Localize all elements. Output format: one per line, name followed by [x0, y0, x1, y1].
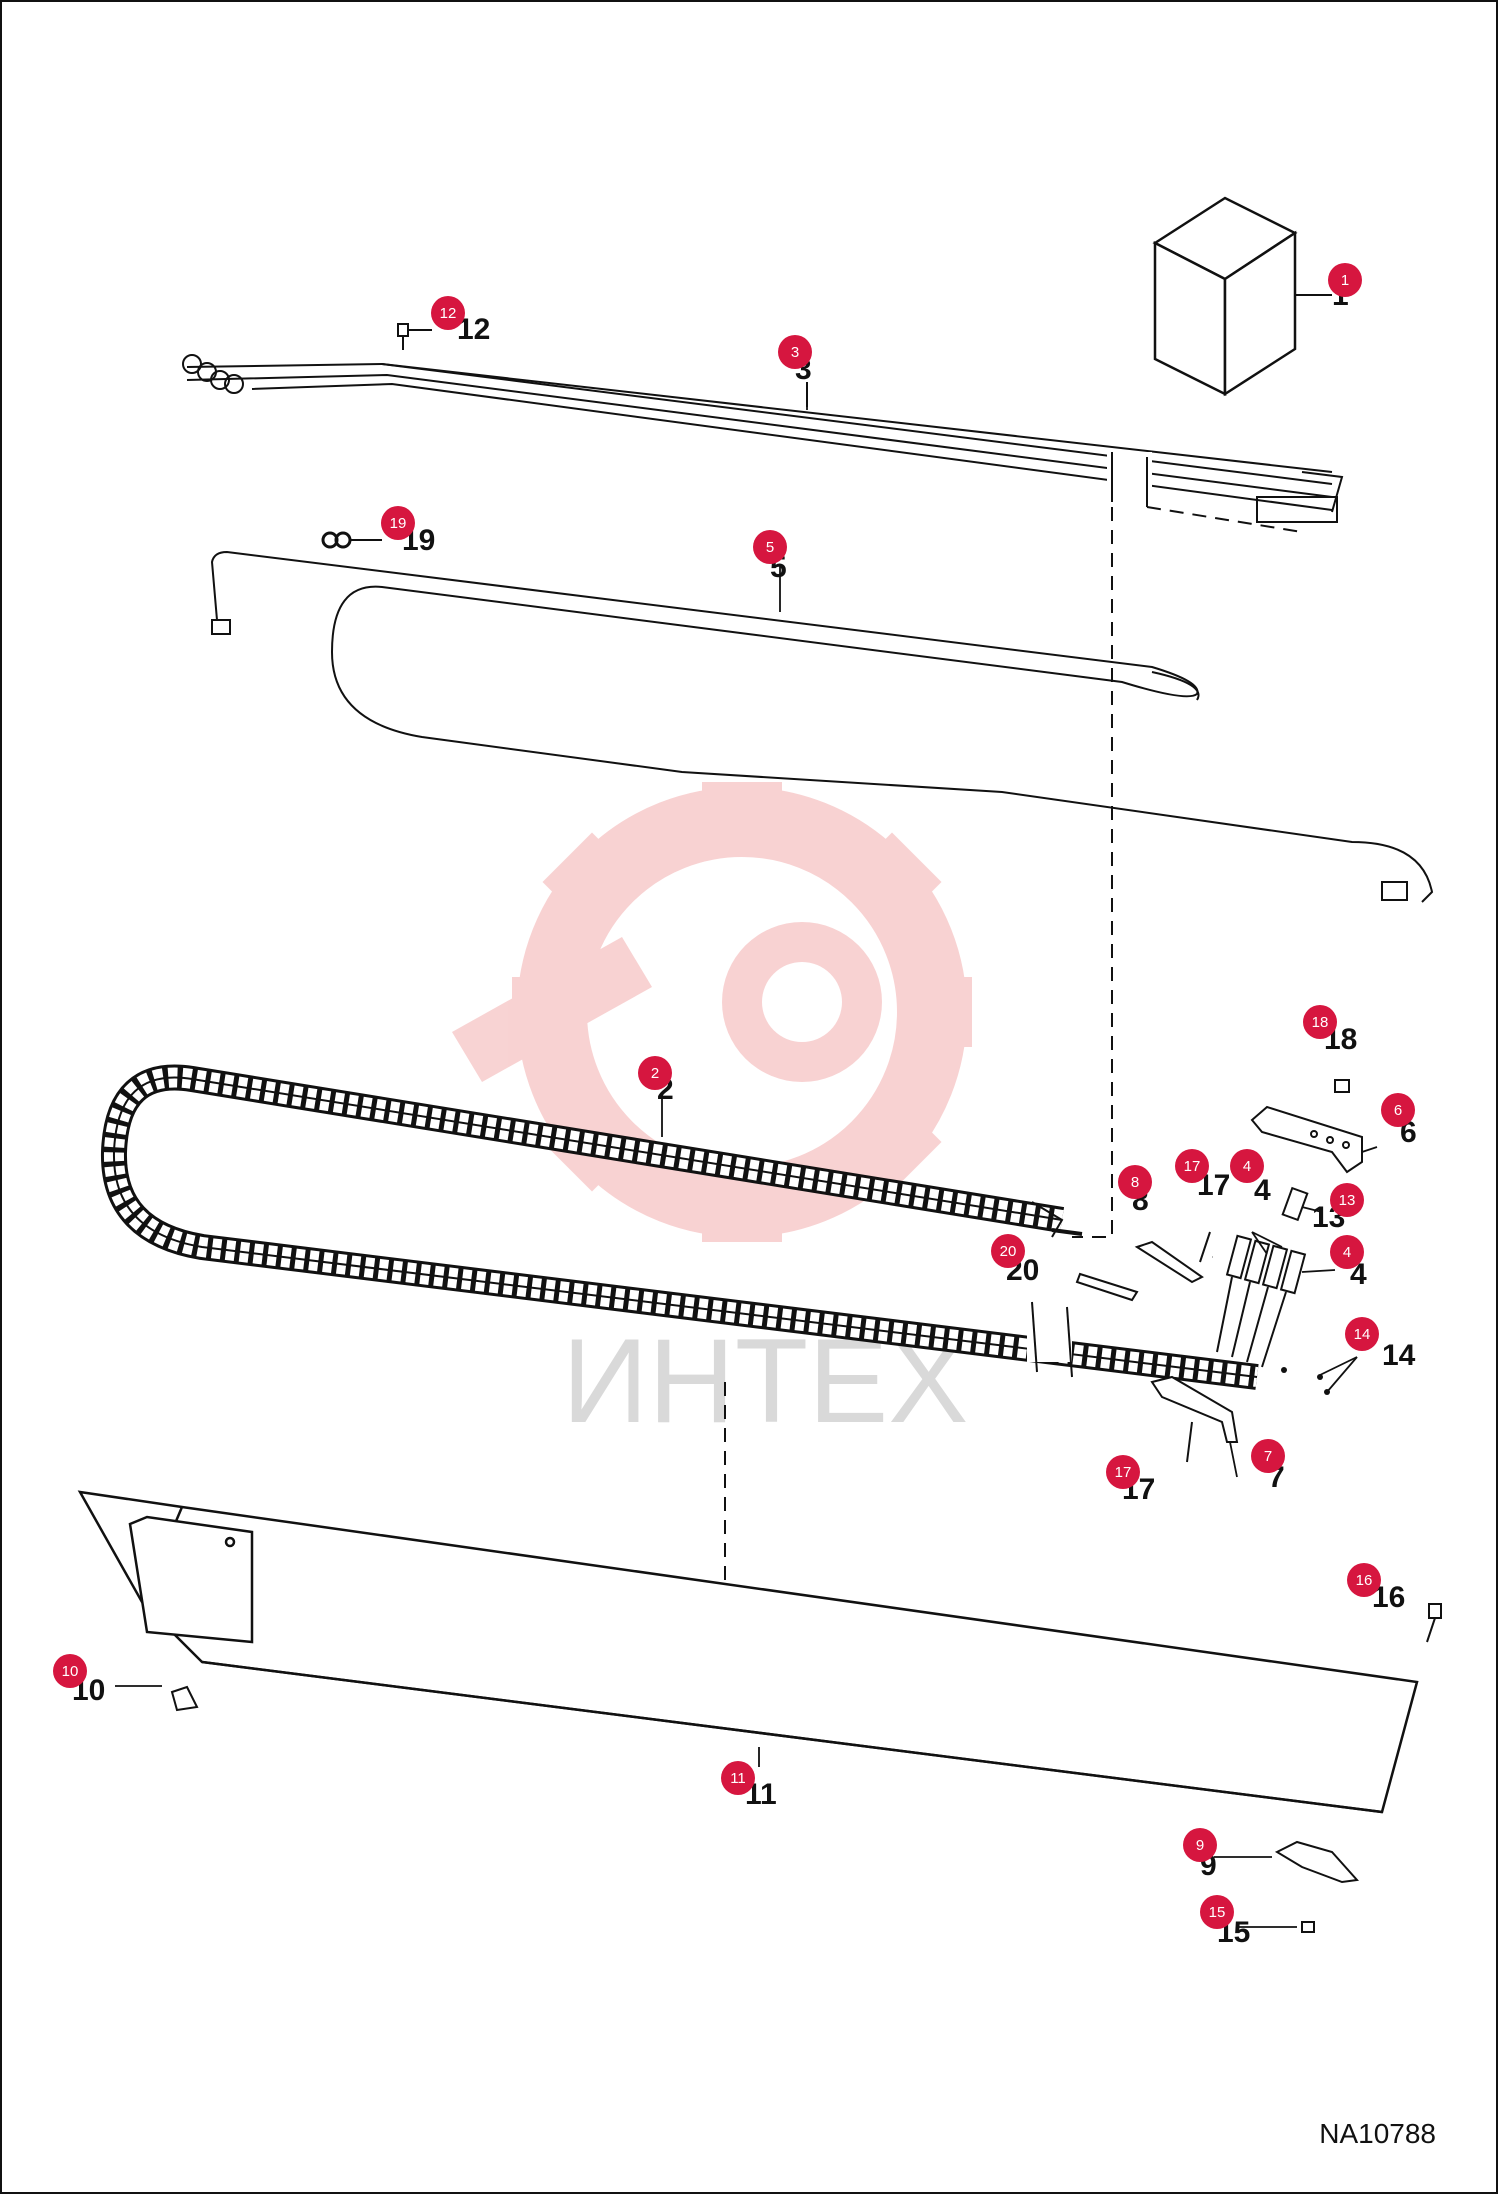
callout-badge-10[interactable] — [53, 1654, 87, 1688]
callout-badge-label-13[interactable]: 13 — [1339, 1192, 1356, 1209]
callout-badge-label-4[interactable]: 4 — [1343, 1244, 1351, 1261]
part-18-nut — [1334, 1079, 1350, 1093]
part-1-box — [1152, 196, 1298, 397]
callout-badge-label-17[interactable]: 17 — [1115, 1464, 1132, 1481]
callout-badge-label-6[interactable]: 6 — [1394, 1102, 1402, 1119]
part-20-pin — [1075, 1272, 1139, 1302]
callout-badge-1[interactable] — [1328, 263, 1362, 297]
part-3-hose-assembly — [182, 354, 1344, 523]
callout-badge-4[interactable] — [1230, 1149, 1264, 1183]
callout-badge-16[interactable] — [1347, 1563, 1381, 1597]
callout-badge-17[interactable] — [1175, 1149, 1209, 1183]
callout-badge-label-10[interactable]: 10 — [62, 1663, 79, 1680]
watermark-logo — [452, 782, 972, 1242]
callout-badge-20[interactable] — [991, 1234, 1025, 1268]
callout-badge-label-20[interactable]: 20 — [1000, 1243, 1017, 1260]
part-14-screws — [1281, 1367, 1330, 1395]
callout-badge-label-5[interactable]: 5 — [766, 539, 774, 556]
callout-badge-label-7[interactable]: 7 — [1264, 1448, 1272, 1465]
callout-layer: 1122334444556677889910101111121213131414… — [53, 263, 1417, 1949]
part-15-nut — [1301, 1921, 1315, 1933]
leader-lines — [115, 387, 1378, 1928]
callout-badge-label-12[interactable]: 12 — [440, 305, 457, 322]
callout-badge-label-8[interactable]: 8 — [1131, 1174, 1139, 1191]
callout-badge-8[interactable] — [1118, 1165, 1152, 1199]
callout-badge-label-11[interactable]: 11 — [730, 1770, 746, 1787]
callout-badge-label-1[interactable]: 1 — [1341, 272, 1349, 289]
callout-badge-12[interactable] — [431, 296, 465, 330]
part-19-washer — [321, 531, 382, 549]
part-6-bracket — [1250, 1105, 1363, 1174]
callout-badge-3[interactable] — [778, 335, 812, 369]
callout-badge-label-4[interactable]: 4 — [1243, 1158, 1251, 1175]
callout-badge-7[interactable] — [1251, 1439, 1285, 1473]
part-5-wire-harness — [210, 550, 1434, 903]
alignment-lines — [724, 506, 1303, 1582]
callout-badge-label-19[interactable]: 19 — [390, 515, 407, 532]
part-17-bolt-lower — [1186, 1421, 1193, 1463]
part-12-fitting — [397, 323, 432, 350]
part-8-plate — [1134, 1240, 1204, 1284]
part-17-bolt-upper — [1199, 1231, 1211, 1263]
callout-badge-11[interactable] — [721, 1761, 755, 1795]
part-4-hose-fittings — [1216, 1234, 1307, 1368]
callout-badge-label-3[interactable]: 3 — [791, 344, 799, 361]
part-2-drag-chain — [100, 1064, 1259, 1390]
callout-badge-5[interactable] — [753, 530, 787, 564]
callout-badge-9[interactable] — [1183, 1828, 1217, 1862]
callout-badge-2[interactable] — [638, 1056, 672, 1090]
callout-badge-14[interactable] — [1345, 1317, 1379, 1351]
callout-badge-label-18[interactable]: 18 — [1312, 1014, 1329, 1031]
drawing-number: NA10788 — [1319, 2118, 1436, 2149]
part-7-bracket — [1150, 1375, 1239, 1443]
part-9-clip — [1274, 1840, 1360, 1884]
callout-badge-label-17[interactable]: 17 — [1184, 1158, 1201, 1175]
callout-badge-18[interactable] — [1303, 1005, 1337, 1039]
part-11-trough — [77, 1490, 1419, 1814]
part-ref-4: 4 — [1254, 1174, 1271, 1207]
callout-badge-label-2[interactable]: 2 — [651, 1065, 659, 1082]
part-16-bolt — [1426, 1603, 1442, 1643]
callout-badge-6[interactable] — [1381, 1093, 1415, 1127]
callout-badge-4[interactable] — [1330, 1235, 1364, 1269]
part-13-fitting — [1281, 1186, 1309, 1222]
callout-badge-label-14[interactable]: 14 — [1354, 1326, 1371, 1343]
callout-badge-label-16[interactable]: 16 — [1356, 1572, 1373, 1589]
callout-badge-label-15[interactable]: 15 — [1209, 1904, 1226, 1921]
callout-badge-15[interactable] — [1200, 1895, 1234, 1929]
part-10-clip — [170, 1685, 199, 1712]
callout-badge-19[interactable] — [381, 506, 415, 540]
callout-badge-17[interactable] — [1106, 1455, 1140, 1489]
callout-badge-label-9[interactable]: 9 — [1196, 1837, 1204, 1854]
callout-badge-13[interactable] — [1330, 1183, 1364, 1217]
part-ref-14: 14 — [1382, 1339, 1416, 1372]
